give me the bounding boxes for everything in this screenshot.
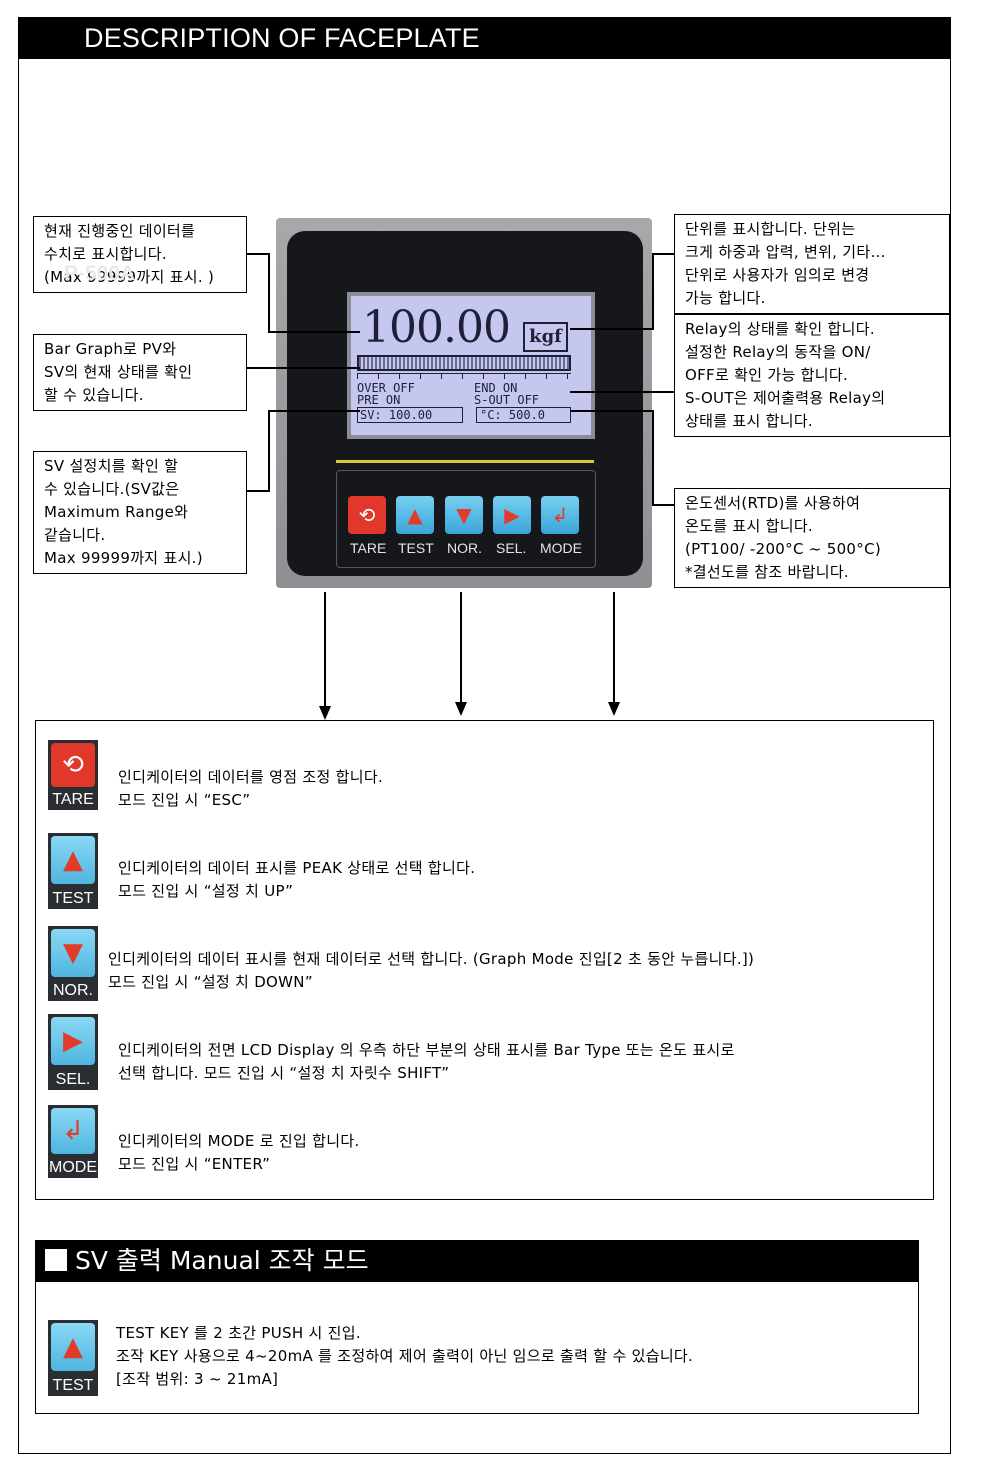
nor-key-label: NOR. xyxy=(53,982,93,999)
device-tare-button[interactable]: ⟲ xyxy=(348,496,386,534)
leader-line xyxy=(652,253,654,329)
refresh-icon: ⟲ xyxy=(358,503,376,527)
arrow-down-icon xyxy=(455,702,467,716)
test-key-label: TEST xyxy=(52,890,94,907)
leader-line xyxy=(247,367,360,369)
manual-mode-panel xyxy=(35,1282,919,1414)
leader-line xyxy=(247,490,269,492)
leader-line xyxy=(570,391,674,393)
enter-icon: ↲ xyxy=(551,503,569,527)
device-key-label-mode: MODE xyxy=(540,540,582,556)
section-header: SV 출력 Manual 조작 모드 xyxy=(35,1240,919,1282)
arrow-right-icon: ▶ xyxy=(504,503,520,527)
callout-sv: SV 설정치를 확인 할 수 있습니다.(SV값은 Maximum Range와… xyxy=(33,451,247,574)
key-description-panel xyxy=(35,720,934,1200)
lcd-pv-value: 100.00 xyxy=(362,302,511,353)
arrow-up-icon: ▲ xyxy=(407,503,423,527)
arrow-down-icon: ▼ xyxy=(456,503,472,527)
mode-description: 인디케이터의 MODE 로 진입 합니다. 모드 진입 시 “ENTER” xyxy=(118,1132,360,1173)
arrow-down-icon: ▼ xyxy=(51,929,95,977)
lcd-status-2-left: PRE ON xyxy=(357,393,401,407)
manual-test-key-image: ▲ TEST xyxy=(48,1320,98,1396)
section-title: SV 출력 Manual 조작 모드 xyxy=(75,1246,369,1275)
callout-unit: 단위를 표시합니다. 단위는 크게 하중과 압력, 변위, 기타… 단위로 사용… xyxy=(674,214,950,314)
manual-test-key-label: TEST xyxy=(52,1377,94,1394)
callout-bar-graph: Bar Graph로 PV와 SV의 현재 상태를 확인 할 수 있습니다. xyxy=(33,334,247,411)
device-accent-line xyxy=(336,460,594,463)
test-key-image: ▲ TEST xyxy=(48,833,98,909)
lcd-unit: kgf xyxy=(523,322,568,352)
arrow-up-icon: ▲ xyxy=(51,1323,95,1371)
lcd-temp-text: °C: 500.0 xyxy=(480,408,546,422)
leader-line xyxy=(570,328,654,330)
arrow-line xyxy=(460,592,462,704)
leader-line xyxy=(652,504,674,506)
lcd-status-2-right: S-OUT OFF xyxy=(474,393,540,407)
leader-line xyxy=(247,253,269,255)
leader-line xyxy=(268,410,360,412)
leader-line xyxy=(652,253,674,255)
device-key-label-sel: SEL. xyxy=(496,540,527,556)
device-nor-button[interactable]: ▼ xyxy=(445,496,483,534)
lcd-bar-ticks xyxy=(357,373,571,379)
sel-description: 인디케이터의 전면 LCD Display 의 우측 하단 부분의 상태 표시를… xyxy=(118,1041,735,1082)
leader-line xyxy=(652,410,654,506)
lcd-bar-graph xyxy=(357,355,571,371)
nor-key-image: ▼ NOR. xyxy=(48,926,98,1001)
callout-pv: 현재 진행중인 데이터를 수치로 표시합니다. (Max 99999까지 표시.… xyxy=(33,216,247,293)
device-key-label-nor: NOR. xyxy=(447,540,482,556)
callout-relay: Relay의 상태를 확인 합니다. 설정한 Relay의 동작을 ON/ OF… xyxy=(674,314,950,437)
leader-line xyxy=(570,410,654,412)
enter-icon: ↲ xyxy=(51,1108,95,1154)
test-description: 인디케이터의 데이터 표시를 PEAK 상태로 선택 합니다. 모드 진입 시 … xyxy=(118,859,476,900)
arrow-down-icon xyxy=(608,702,620,716)
leader-line xyxy=(268,331,360,333)
lcd-status-1-right: END ON xyxy=(474,381,518,395)
device-sel-button[interactable]: ▶ xyxy=(493,496,531,534)
tare-description: 인디케이터의 데이터를 영점 조정 합니다. 모드 진입 시 “ESC” xyxy=(118,768,384,809)
leader-line xyxy=(268,410,270,492)
tare-key-image: ⟲ TARE xyxy=(48,740,98,810)
mode-key-image: ↲ MODE xyxy=(48,1105,98,1178)
arrow-right-icon: ▶ xyxy=(51,1017,95,1065)
leader-line xyxy=(268,253,270,333)
nor-description: 인디케이터의 데이터 표시를 현재 데이터로 선택 합니다. (Graph Mo… xyxy=(108,950,755,991)
lcd-status-1-left: OVER OFF xyxy=(357,381,415,395)
device-key-label-tare: TARE xyxy=(350,540,387,556)
refresh-icon: ⟲ xyxy=(51,743,95,787)
tare-key-label: TARE xyxy=(52,791,94,808)
arrow-line xyxy=(613,592,615,704)
device-test-button[interactable]: ▲ xyxy=(396,496,434,534)
device-key-label-test: TEST xyxy=(398,540,434,556)
manual-description: TEST KEY 를 2 초간 PUSH 시 진입. 조작 KEY 사용으로 4… xyxy=(116,1324,694,1388)
sel-key-image: ▶ SEL. xyxy=(48,1014,98,1090)
device-mode-button[interactable]: ↲ xyxy=(541,496,579,534)
arrow-up-icon: ▲ xyxy=(51,836,95,884)
sel-key-label: SEL. xyxy=(55,1071,91,1088)
lcd-sv-box xyxy=(357,407,463,423)
page-title: DESCRIPTION OF FACEPLATE xyxy=(18,17,951,59)
square-bullet-icon xyxy=(45,1249,67,1271)
arrow-line xyxy=(324,592,326,708)
mode-key-label: MODE xyxy=(49,1159,97,1176)
device-keypad xyxy=(336,470,596,568)
lcd-temp-box xyxy=(476,407,571,423)
arrow-down-icon xyxy=(319,706,331,720)
device-model: P-500A xyxy=(64,262,136,285)
callout-temperature: 온도센서(RTD)를 사용하여 온도를 표시 합니다. (PT100/ -200… xyxy=(674,488,950,588)
lcd-sv-text: SV: 100.00 xyxy=(360,408,433,422)
